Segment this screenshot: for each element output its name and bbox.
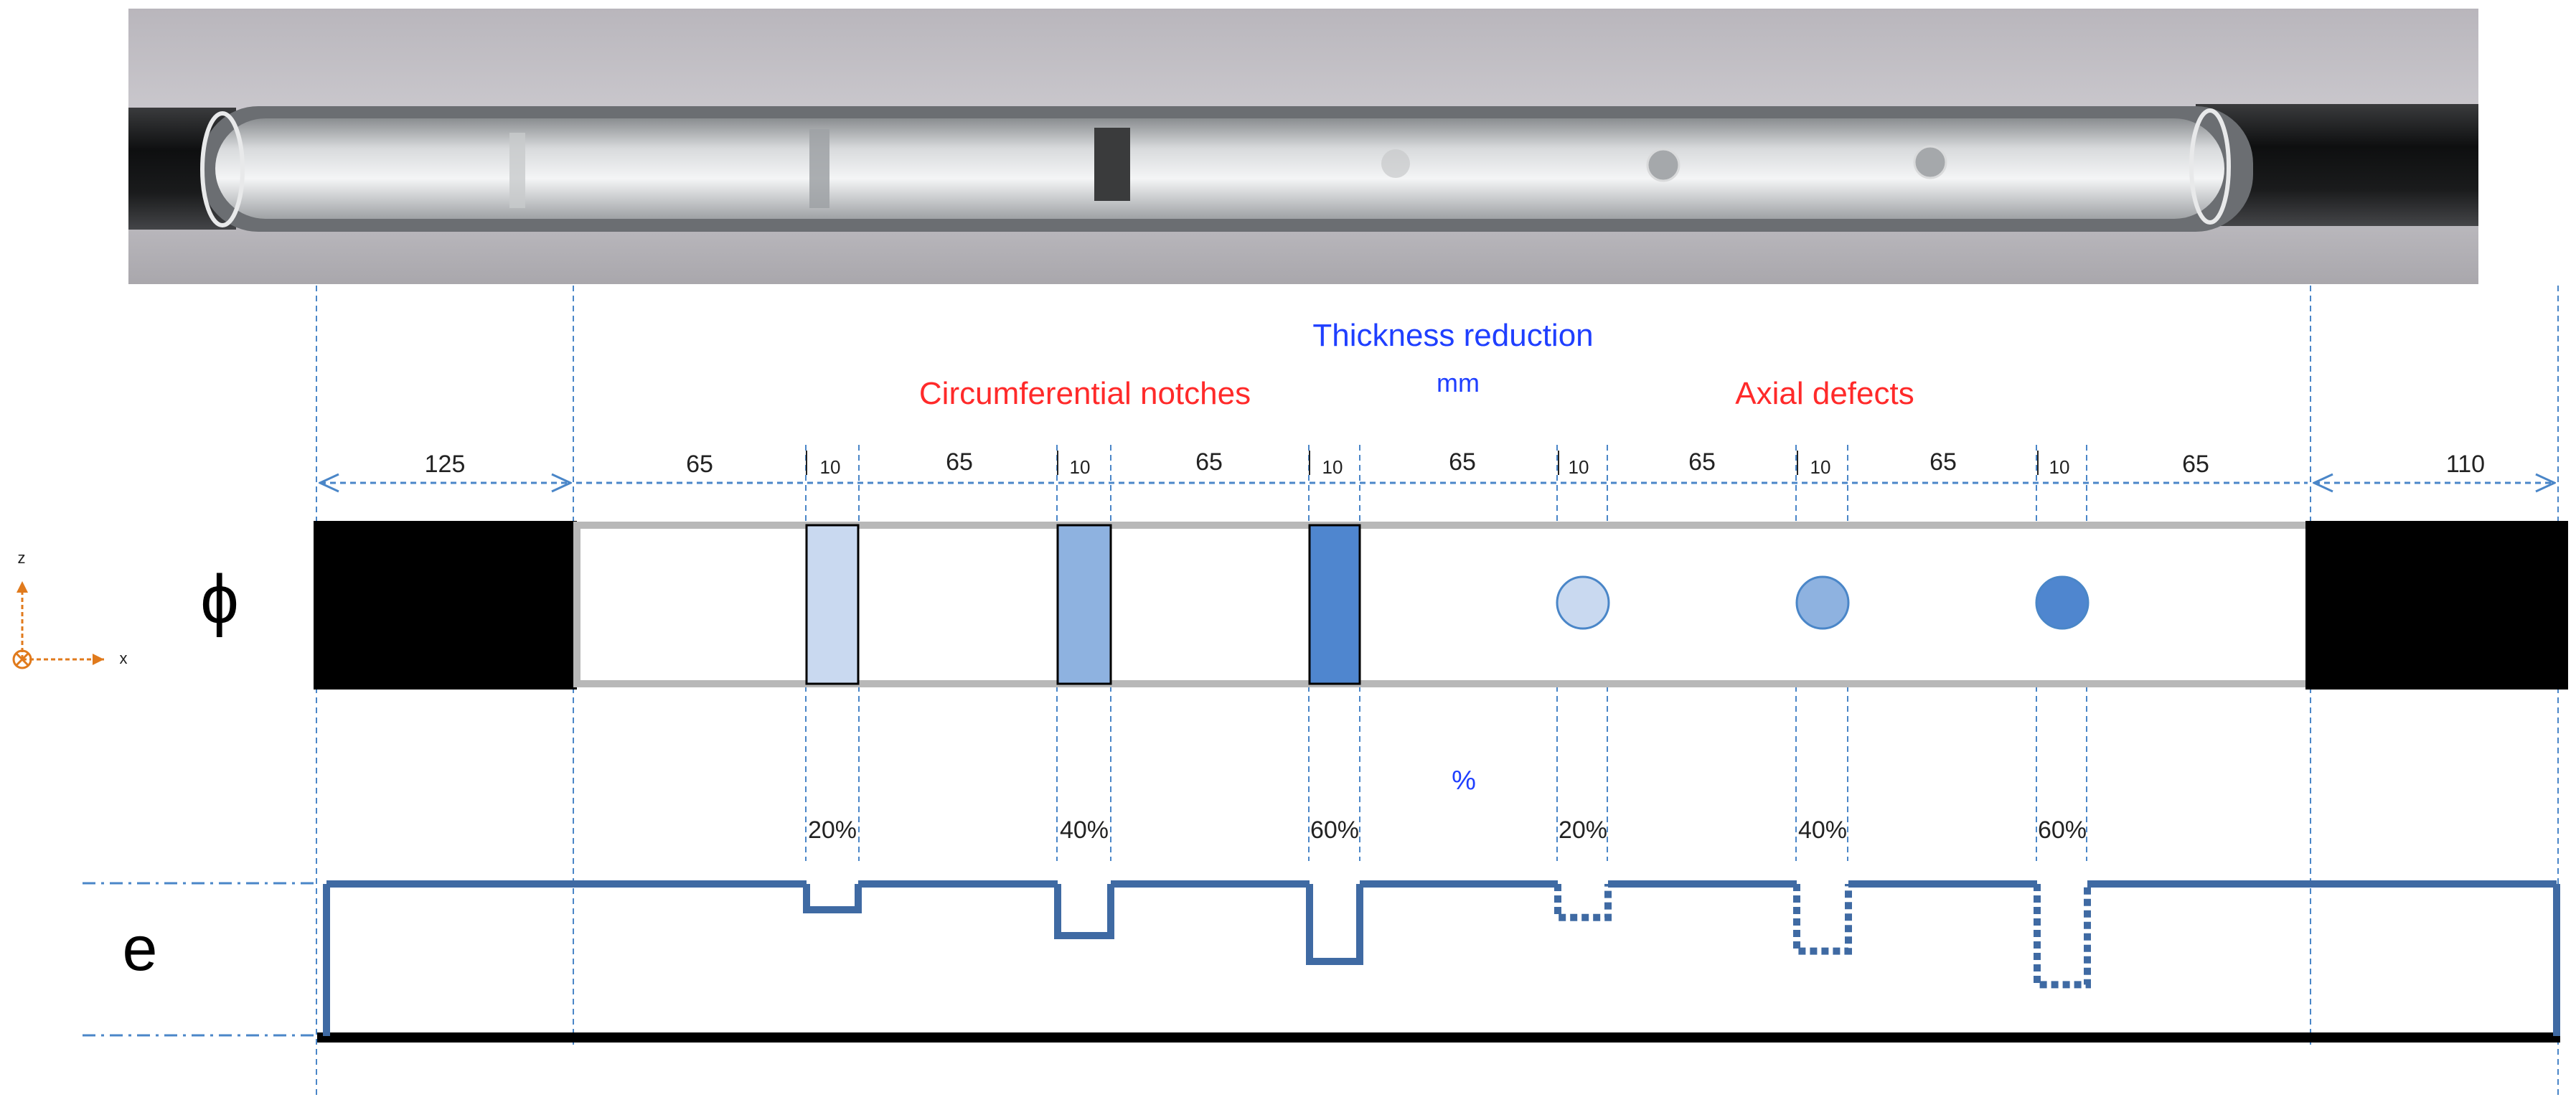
circumferential-notches-label: Circumferential notches	[919, 376, 1251, 411]
profile-path	[326, 880, 2557, 989]
dim-segment: 65	[946, 448, 973, 476]
percent-label: 20%	[808, 817, 857, 844]
photo-tube-inner	[215, 118, 2224, 219]
photo-tube-edge-right	[2189, 108, 2231, 225]
tube-schematic	[314, 521, 2568, 690]
axis-indicator: z x	[12, 549, 128, 669]
notch-defect-1	[805, 524, 860, 685]
pipe-photo	[128, 9, 2478, 284]
dim-segment: 65	[1929, 448, 1957, 476]
percent-label: 60%	[1310, 817, 1359, 844]
dim-segment: 10	[820, 456, 841, 478]
dim-segment: 10	[1569, 456, 1589, 478]
end-cap-right	[2305, 521, 2568, 690]
dim-segment: 10	[1322, 456, 1343, 478]
axial-hole-defect-1	[1556, 575, 1610, 630]
profile-dip	[2034, 884, 2091, 989]
dim-segments: 65 10 65 10 65 10 65 10 65 10 65 10 65	[686, 448, 2209, 478]
profile-dip	[1793, 884, 1852, 955]
defect-shapes	[805, 524, 2090, 685]
axis-z-label: z	[18, 549, 26, 567]
thickness-profile	[83, 880, 2560, 1043]
dim-segment: 65	[1688, 448, 1716, 476]
percent-label: 40%	[1060, 817, 1109, 844]
profile-dip	[1306, 884, 1363, 965]
dim-segment: 65	[2182, 451, 2209, 478]
dim-segment: 65	[1195, 448, 1223, 476]
axial-hole-defect-3	[2035, 575, 2090, 630]
photo-hole-2	[1646, 148, 1680, 182]
end-cap-left	[314, 521, 577, 690]
dim-ticks	[806, 451, 2039, 475]
axis-origin-icon	[12, 649, 32, 669]
axial-defects-label: Axial defects	[1735, 376, 1914, 411]
dim-right-end: 110	[2446, 451, 2485, 478]
photo-tube-edge-left	[200, 111, 245, 227]
dim-segment: 65	[1449, 448, 1476, 476]
axial-hole-defect-2	[1795, 575, 1850, 630]
photo-hole-3	[1913, 145, 1947, 179]
notch-defect-2	[1056, 524, 1112, 685]
photo-notch-2	[809, 129, 829, 208]
percent-label: 60%	[2038, 817, 2087, 844]
photo-notch-1	[509, 133, 525, 208]
dim-segment: 10	[1070, 456, 1091, 478]
axis-x-label: x	[120, 649, 128, 667]
guide-lines	[316, 286, 2559, 1098]
unit-percent-label: %	[1452, 766, 1476, 796]
percent-label: 20%	[1559, 817, 1607, 844]
unit-mm-label: mm	[1437, 368, 1480, 397]
dim-left-end: 125	[425, 451, 466, 478]
profile-dip	[1554, 884, 1612, 921]
photo-hole-1	[1381, 149, 1410, 178]
percent-labels: 20% 40% 60% 20% 40% 60%	[808, 817, 2087, 844]
dim-segment: 65	[686, 451, 713, 478]
phi-row-label: ϕ	[200, 561, 239, 638]
notch-defect-3	[1308, 524, 1361, 685]
e-row-label: e	[123, 913, 158, 984]
dim-segment: 10	[1810, 456, 1831, 478]
thickness-reduction-title: Thickness reduction	[1312, 318, 1593, 353]
profile-dip	[1054, 884, 1114, 939]
percent-label: 40%	[1798, 817, 1847, 844]
dim-segment: 10	[2049, 456, 2070, 478]
tube-body	[573, 522, 2313, 687]
profile-dip	[803, 884, 862, 913]
photo-notch-3	[1094, 128, 1130, 201]
